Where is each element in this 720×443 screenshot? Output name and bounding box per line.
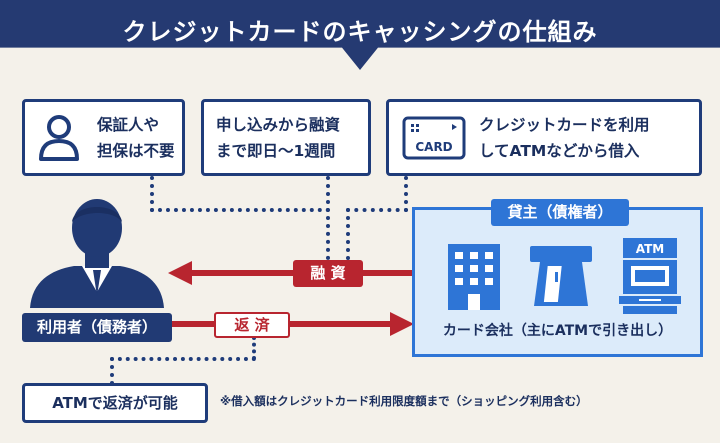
feature-line: してATMなどから借入 xyxy=(479,142,640,160)
borrower-person-icon xyxy=(30,199,164,308)
person-icon xyxy=(39,115,79,161)
limit-note: ※借入額はクレジットカード利用限度額まで（ショッピング利用含む） xyxy=(220,394,588,408)
connector-line xyxy=(252,336,256,360)
feature-line: まで即日〜1週間 xyxy=(216,142,336,160)
feature-box-speed: 申し込みから融資 まで即日〜1週間 xyxy=(201,99,371,176)
building-icon xyxy=(448,244,500,310)
connector-line xyxy=(404,176,408,212)
atm-label: ATM xyxy=(636,242,664,256)
feature-line: 担保は不要 xyxy=(97,142,175,160)
connector-line xyxy=(326,176,330,260)
borrower-label: 利用者（債務者） xyxy=(22,313,172,342)
connector-line xyxy=(346,208,350,260)
card-icon: CARD xyxy=(402,116,466,160)
page-title: クレジットカードのキャッシングの仕組み xyxy=(122,18,598,46)
connector-line xyxy=(110,357,256,361)
repay-label: 返 済 xyxy=(214,312,290,338)
feature-box-no-guarantor: 保証人や 担保は不要 xyxy=(22,99,185,176)
lender-caption: カード会社（主にATMで引き出し） xyxy=(442,323,673,339)
feature-line: 保証人や xyxy=(97,116,160,134)
atm-repayment-box: ATMで返済が可能 xyxy=(22,383,208,423)
loan-arrow xyxy=(168,261,412,285)
feature-box-card: CARD クレジットカードを利用 してATMなどから借入 xyxy=(386,99,702,176)
connector-line xyxy=(110,357,114,385)
feature-line: 申し込みから融資 xyxy=(216,116,341,134)
connector-line xyxy=(346,208,408,212)
connector-line xyxy=(150,208,330,212)
lender-title: 貸主（債権者） xyxy=(491,199,629,226)
loan-label: 融 資 xyxy=(293,260,363,287)
card-icon-label: CARD xyxy=(415,140,452,154)
connector-line xyxy=(150,176,154,212)
feature-line: クレジットカードを利用 xyxy=(479,116,650,134)
repay-arrow xyxy=(172,312,414,336)
card-slot-icon xyxy=(530,246,592,306)
atm-machine-icon: ATM xyxy=(619,238,681,314)
